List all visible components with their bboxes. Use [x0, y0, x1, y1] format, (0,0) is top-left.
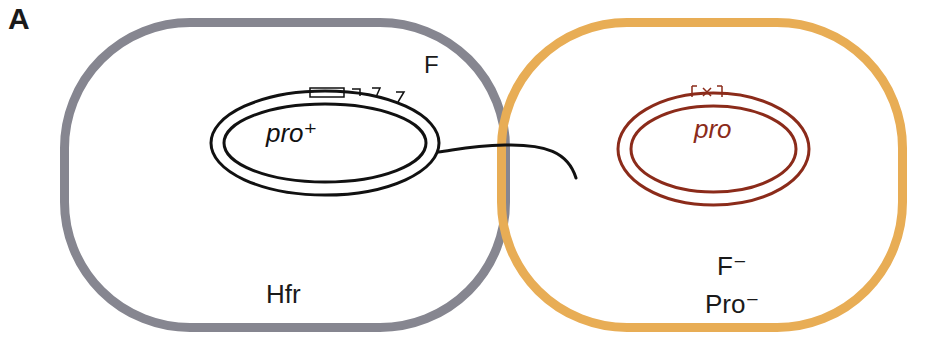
- cell-label: F⁻: [717, 251, 747, 281]
- plasmid-label: F: [424, 50, 439, 80]
- bacterial-cell: Hfr pro⁺: [60, 18, 510, 332]
- panel-letter: A: [8, 4, 30, 34]
- cell-label: Hfr: [266, 279, 301, 309]
- cell-label: Pro⁻: [705, 289, 759, 319]
- gene-label: pro: [694, 114, 732, 144]
- bacterial-cell: F⁻ Pro⁻ pro: [497, 18, 907, 332]
- gene-label: pro⁺: [266, 118, 317, 148]
- chromosome: pro⁺: [208, 88, 442, 198]
- chromosome-outline: [208, 88, 442, 198]
- chromosome-outline: [615, 90, 812, 208]
- chromosome: pro: [615, 90, 812, 208]
